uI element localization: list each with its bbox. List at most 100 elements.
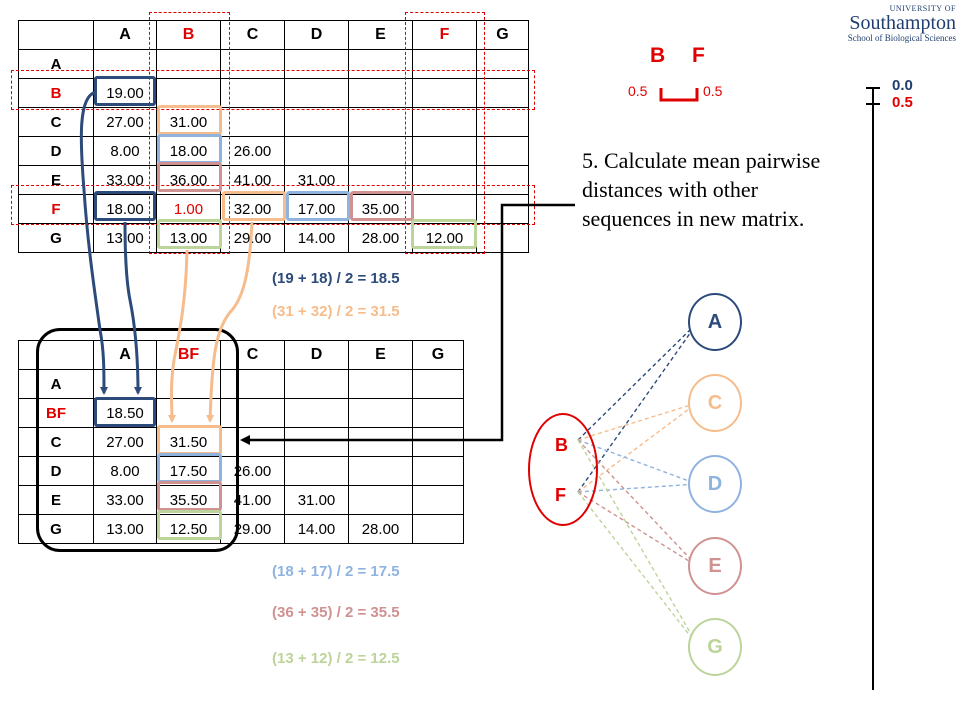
box-m1-gf [411,219,477,249]
matrix-cell: 31.00 [284,165,349,195]
box-m2-ebf [157,481,222,511]
matrix-cell [412,456,464,486]
node-g: G [688,618,742,676]
matrix-cell [284,136,349,166]
box-m1-cb [157,105,222,135]
formula-orange: (31 + 32) / 2 = 31.5 [272,303,400,320]
matrix-cell [348,136,413,166]
logo-line3: School of Biological Sciences [847,33,956,43]
matrix-cell [412,136,477,166]
matrix-cell [412,514,464,544]
box-m2-bfa [94,397,156,427]
logo-line2: Southampton [849,12,956,34]
mini-tree-label-b: B [650,44,666,67]
matrix-cell [348,369,413,399]
matrix-cell [93,49,157,79]
matrix-cell [220,107,285,137]
matrix-cell [220,49,285,79]
matrix-cell: 28.00 [348,223,413,253]
box-m1-fd [286,191,350,221]
box-m2-gbf [157,510,222,540]
box-m1-gb [157,219,222,249]
matrix-row-label: G [18,223,94,253]
matrix-col-header: E [348,20,413,50]
matrix-cell [284,369,349,399]
box-m1-fc [222,191,286,221]
matrix-row: A [18,49,529,79]
matrix-cell [348,427,413,457]
matrix-cell [284,107,349,137]
matrix-cell [284,398,349,428]
matrix-cell: 27.00 [93,107,157,137]
matrix-cell: 31.00 [284,485,349,515]
node-c: C [688,374,742,432]
box-m1-ba [94,76,156,106]
merged-columns-box [36,328,239,552]
matrix-row-label: BF [18,398,94,428]
mini-tree-len-right: 0.5 [703,83,723,99]
matrix-cell: 26.00 [220,456,285,486]
matrix-col-header: E [348,340,413,370]
matrix-cell: 26.00 [220,136,285,166]
box-m1-db [157,134,222,164]
formula-green: (13 + 12) / 2 = 12.5 [272,650,400,667]
matrix-row-label: C [18,107,94,137]
matrix-cell: 41.00 [220,165,285,195]
highlight-row-b [11,70,535,110]
matrix-col-header [18,20,94,50]
mini-tree-len-left: 0.5 [628,83,648,99]
box-m1-fe [350,191,414,221]
matrix-cell [284,49,349,79]
matrix-cell [220,78,285,108]
node-e: E [688,537,742,595]
highlight-col-b [149,12,230,254]
matrix-row-label: D [18,136,94,166]
matrix-cell: 14.00 [284,223,349,253]
node-d: D [688,455,742,513]
matrix-col-header: D [284,20,349,50]
matrix-col-header: D [284,340,349,370]
formula-lightblue: (18 + 17) / 2 = 17.5 [272,563,400,580]
mini-tree-branch [659,88,699,102]
matrix-col-header: C [220,20,285,50]
matrix-cell [412,427,464,457]
matrix-row-label: E [18,485,94,515]
box-m1-fa [94,191,156,221]
matrix-cell [412,369,464,399]
university-logo: UNIVERSITY OF Southampton School of Biol… [832,4,956,43]
matrix-cell: 28.00 [348,514,413,544]
matrix-cell [412,485,464,515]
step-instruction: 5. Calculate mean pairwise distances wit… [582,148,821,231]
matrix-cell: 41.00 [220,485,285,515]
matrix-cell [412,78,477,108]
cluster-bf-ellipse [528,413,598,526]
matrix-cell [412,398,464,428]
matrix-cell [284,427,349,457]
matrix-cell [156,49,221,79]
matrix-cell [348,456,413,486]
matrix-cell: 14.00 [284,514,349,544]
matrix-cell [348,398,413,428]
matrix-cell: 13.00 [93,223,157,253]
matrix-cell [348,485,413,515]
cluster-label-f: F [555,485,566,505]
scale-label-bottom: 0.5 [892,94,913,111]
matrix-cell [156,78,221,108]
matrix-row-label: C [18,427,94,457]
mini-tree-label-f: F [692,44,705,67]
box-m1-eb [157,162,222,192]
matrix-cell: 29.00 [220,514,285,544]
matrix-cell [284,456,349,486]
logo-line1: UNIVERSITY OF [889,4,956,13]
matrix-cell: 8.00 [93,136,157,166]
formula-rose: (36 + 35) / 2 = 35.5 [272,604,400,621]
scale-label-top: 0.0 [892,77,913,94]
formula-navy: (19 + 18) / 2 = 18.5 [272,270,400,287]
matrix-col-header: G [412,340,464,370]
matrix-cell [412,49,477,79]
